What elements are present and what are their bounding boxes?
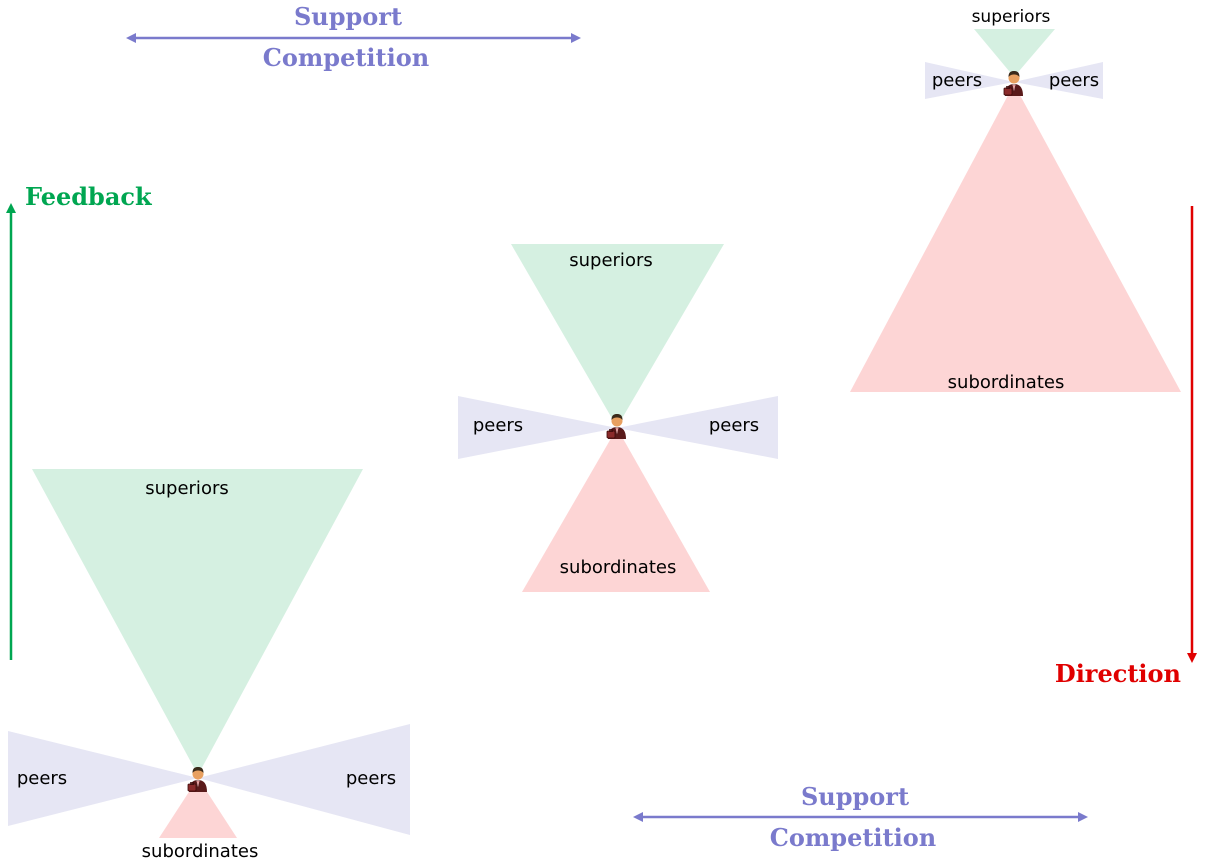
peers-left-label: peers	[17, 768, 67, 789]
peers-right-label: peers	[1049, 70, 1099, 91]
figure-top-right: superiors peers peers subordinates	[850, 7, 1181, 393]
peers-left-label: peers	[932, 70, 982, 91]
support-label-top: Support	[294, 2, 402, 31]
competition-label-top: Competition	[263, 43, 429, 72]
subordinates-label: subordinates	[142, 841, 259, 862]
businessman-icon	[606, 413, 627, 440]
peers-right-label: peers	[709, 415, 759, 436]
peers-left-wedge	[925, 62, 1014, 99]
figure-bottom-left: superiors peers peers subordinates	[8, 469, 410, 862]
peers-right-label: peers	[346, 768, 396, 789]
businessman-icon	[1003, 70, 1024, 97]
superiors-label: superiors	[972, 7, 1051, 27]
subordinates-triangle	[159, 778, 237, 838]
subordinates-triangle	[522, 428, 710, 592]
superiors-triangle	[511, 244, 724, 427]
superiors-label: superiors	[145, 478, 228, 499]
subordinates-label: subordinates	[560, 557, 677, 578]
superiors-triangle	[974, 29, 1055, 77]
superiors-label: superiors	[569, 250, 652, 271]
peers-left-wedge	[458, 396, 617, 459]
competition-label-bottom: Competition	[770, 823, 936, 852]
peers-right-wedge	[617, 396, 778, 459]
figure-middle: superiors peers peers subordinates	[458, 244, 778, 592]
feedback-label: Feedback	[25, 182, 153, 211]
peers-right-wedge	[1014, 62, 1103, 99]
superiors-triangle	[32, 469, 363, 775]
direction-label: Direction	[1055, 659, 1181, 688]
support-label-bottom: Support	[801, 782, 909, 811]
peers-left-wedge	[8, 731, 198, 826]
peers-right-wedge	[198, 724, 410, 835]
peers-left-label: peers	[473, 415, 523, 436]
subordinates-triangle	[850, 84, 1181, 392]
subordinates-label: subordinates	[948, 372, 1065, 393]
